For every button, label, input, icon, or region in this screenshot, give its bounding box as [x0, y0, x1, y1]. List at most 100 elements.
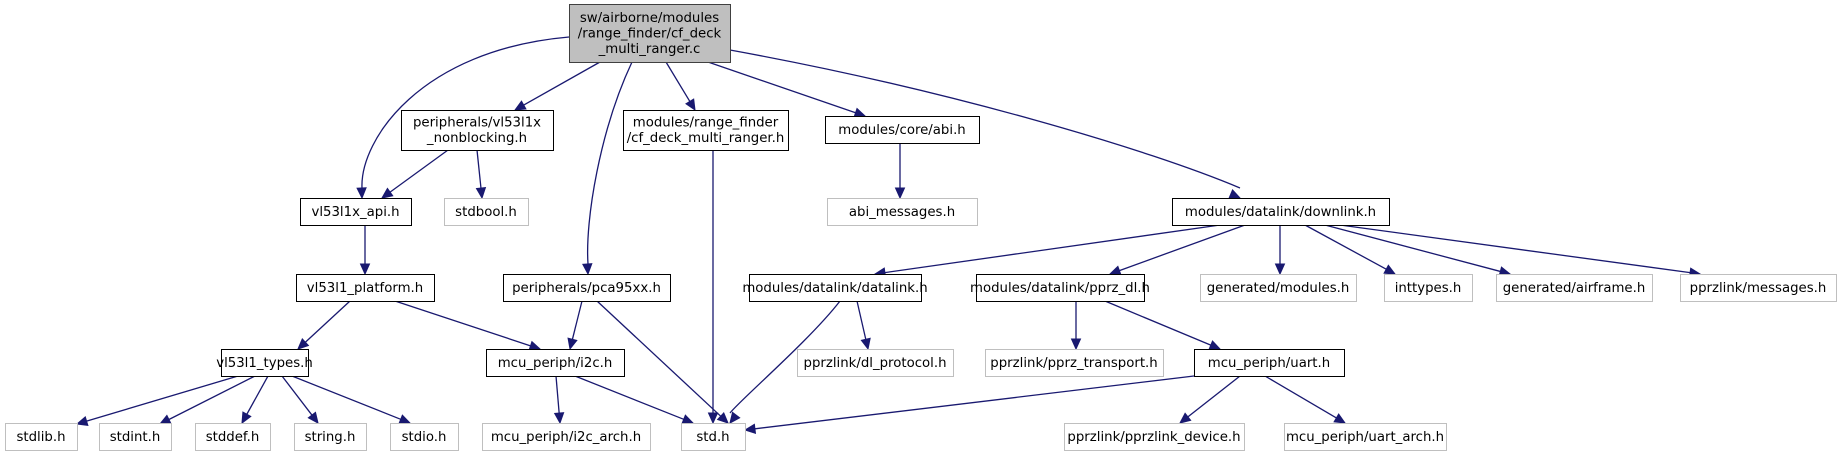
node-label: peripherals/pca95xx.h [512, 281, 661, 296]
node-pprz-transport[interactable]: pprzlink/pprz_transport.h [985, 349, 1164, 377]
node-box [296, 274, 435, 302]
arrowhead-icon [356, 187, 367, 200]
node-downlink[interactable]: modules/datalink/downlink.h [1172, 198, 1390, 226]
node-label: stdio.h [402, 430, 447, 445]
node-root[interactable]: sw/airborne/modules/range_finder/cf_deck… [569, 4, 731, 63]
edge-line [707, 61, 856, 114]
edge-root-to-downlink [729, 49, 1242, 199]
node-box [294, 423, 367, 451]
edges-layer [75, 36, 1702, 434]
node-box [623, 110, 789, 151]
edge-line [571, 300, 583, 340]
node-i2c-h[interactable]: mcu_periph/i2c.h [486, 349, 625, 377]
arrowhead-icon [743, 423, 757, 434]
node-label: /range_finder/cf_deck [578, 26, 722, 41]
edge-downlink-to-inttypes [1304, 224, 1397, 275]
arrowhead-icon [398, 414, 412, 425]
node-pca95xx[interactable]: peripherals/pca95xx.h [503, 274, 671, 302]
node-stddef[interactable]: stddef.h [195, 423, 271, 451]
arrowhead-icon [158, 414, 172, 425]
node-std-h[interactable]: std.h [681, 423, 746, 451]
node-i2c-arch[interactable]: mcu_periph/i2c_arch.h [482, 423, 651, 451]
edge-line [1304, 224, 1387, 270]
node-box [1284, 423, 1447, 451]
arrowhead-icon [297, 338, 310, 350]
edge-uart-h-to-pprzlink-device [1179, 375, 1241, 424]
edge-vl53l1-types-to-stddef [241, 375, 269, 425]
node-label: peripherals/vl53l1x [413, 116, 541, 131]
node-cf-deck-h[interactable]: modules/range_finder/cf_deck_multi_range… [623, 110, 789, 151]
node-box [300, 198, 412, 226]
node-label: vl53l1_types.h [216, 356, 313, 371]
node-dl-protocol[interactable]: pprzlink/dl_protocol.h [797, 349, 954, 377]
edge-line [856, 300, 867, 340]
edge-downlink-to-pprz-dl [1108, 224, 1246, 276]
edge-line [1119, 224, 1246, 272]
edge-downlink-to-gen-modules [1274, 225, 1286, 276]
edge-vl53l1x-nonblocking-to-stdbool [475, 149, 487, 200]
node-datalink-h[interactable]: modules/datalink/datalink.h [742, 274, 928, 302]
node-label: generated/modules.h [1207, 281, 1350, 296]
node-vl53l1x-nonblocking[interactable]: peripherals/vl53l1x_nonblocking.h [401, 110, 554, 151]
arrowhead-icon [685, 98, 696, 112]
edge-line [884, 224, 1221, 274]
node-label: mcu_periph/i2c_arch.h [491, 430, 641, 445]
arrowhead-icon [513, 100, 527, 111]
node-pprzlink-device[interactable]: pprzlink/pprzlink_device.h [1064, 423, 1245, 451]
arrowhead-icon [860, 337, 871, 351]
edge-pca95xx-to-i2c-h [567, 300, 583, 351]
node-box [1172, 198, 1390, 226]
node-box [827, 198, 978, 226]
node-stdlib[interactable]: stdlib.h [5, 423, 78, 451]
node-uart-h[interactable]: mcu_periph/uart.h [1194, 349, 1345, 377]
node-abi-messages[interactable]: abi_messages.h [827, 198, 978, 226]
edge-vl53l1-types-to-string-h [281, 375, 319, 424]
node-box [444, 198, 529, 226]
arrowhead-icon [528, 340, 542, 351]
node-inttypes[interactable]: inttypes.h [1384, 274, 1473, 302]
node-pprzlink-messages[interactable]: pprzlink/messages.h [1680, 274, 1837, 302]
node-label: inttypes.h [1395, 281, 1462, 296]
edge-line [361, 36, 570, 189]
node-vl53l1x-api[interactable]: vl53l1x_api.h [300, 198, 412, 226]
node-vl53l1-types[interactable]: vl53l1_types.h [216, 349, 313, 377]
node-box [825, 116, 980, 144]
edge-i2c-h-to-i2c-arch [553, 375, 565, 425]
edge-vl53l1x-nonblocking-to-vl53l1x-api [381, 149, 449, 199]
node-box [99, 423, 172, 451]
edge-line [523, 61, 601, 106]
node-stdint[interactable]: stdint.h [99, 423, 172, 451]
edge-line [1104, 300, 1212, 346]
node-label: modules/datalink/datalink.h [742, 281, 927, 296]
node-uart-arch[interactable]: mcu_periph/uart_arch.h [1284, 423, 1447, 451]
node-pprz-dl[interactable]: modules/datalink/pprz_dl.h [970, 274, 1150, 302]
node-label: std.h [696, 430, 729, 445]
node-vl53l1-platform[interactable]: vl53l1_platform.h [296, 274, 435, 302]
node-box [1200, 274, 1357, 302]
arrowhead-icon [582, 263, 593, 276]
node-box [976, 274, 1145, 302]
arrowhead-icon [681, 414, 695, 425]
arrowhead-icon [307, 411, 319, 424]
node-gen-airframe[interactable]: generated/airframe.h [1496, 274, 1653, 302]
arrowhead-icon [567, 337, 578, 351]
arrowhead-icon [1179, 412, 1192, 424]
arrowhead-icon [853, 107, 867, 118]
edge-root-to-pca95xx [582, 61, 633, 276]
edge-line [1264, 375, 1337, 419]
node-label: vl53l1x_api.h [311, 205, 399, 220]
node-label: modules/datalink/downlink.h [1185, 205, 1376, 220]
node-stdio[interactable]: stdio.h [390, 423, 459, 451]
node-label: pprzlink/messages.h [1690, 281, 1827, 296]
arrowhead-icon [475, 187, 487, 200]
node-label: pprzlink/pprzlink_device.h [1067, 430, 1240, 445]
node-string-h[interactable]: string.h [294, 423, 367, 451]
node-abi-h[interactable]: modules/core/abi.h [825, 116, 980, 144]
edge-datalink-h-to-dl-protocol [856, 300, 871, 351]
edge-line [394, 300, 531, 347]
node-label: sw/airborne/modules [580, 11, 719, 26]
node-gen-modules[interactable]: generated/modules.h [1200, 274, 1357, 302]
edge-line [168, 375, 256, 421]
arrowhead-icon [1274, 263, 1286, 276]
node-stdbool[interactable]: stdbool.h [444, 198, 529, 226]
